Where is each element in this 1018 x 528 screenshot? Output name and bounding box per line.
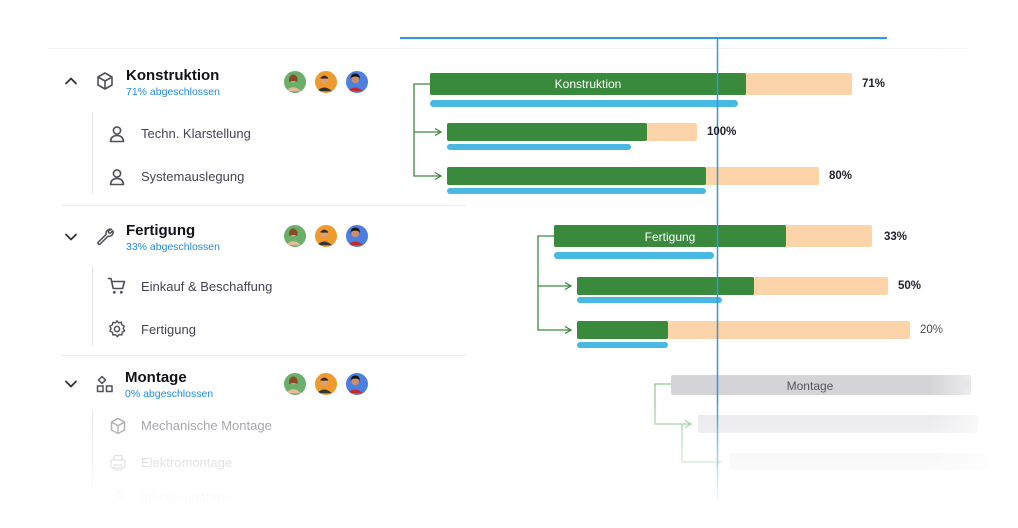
arrow-head-icon — [434, 171, 443, 181]
baseline-bar — [430, 100, 738, 107]
person-icon — [109, 126, 125, 143]
group-progress-text: 0% abgeschlossen — [125, 388, 214, 400]
arrow-head-icon — [564, 325, 573, 335]
avatar[interactable] — [313, 69, 339, 95]
percent-label: 100% — [707, 126, 737, 138]
group-title[interactable]: Fertigung — [126, 222, 196, 239]
group-title[interactable]: Konstruktion — [126, 67, 220, 84]
chevron-up-icon[interactable] — [63, 73, 79, 89]
group-progress-text: 33% abgeschlossen — [126, 241, 220, 253]
group-divider — [62, 205, 466, 206]
baseline-bar — [447, 188, 706, 194]
pending-bar[interactable] — [730, 453, 990, 470]
avatar[interactable] — [313, 223, 339, 249]
timeline-header-line — [400, 37, 887, 39]
arrow-head-icon — [434, 127, 443, 137]
pending-bar[interactable] — [698, 415, 978, 433]
avatar[interactable] — [282, 371, 308, 397]
task-label[interactable]: Techn. Klarstellung — [141, 126, 251, 141]
avatar[interactable] — [344, 223, 370, 249]
avatar[interactable] — [344, 371, 370, 397]
cube-icon — [97, 72, 113, 90]
group-divider — [62, 355, 466, 356]
progress-bar[interactable] — [577, 277, 754, 295]
percent-label: 0 — [965, 379, 972, 391]
baseline-bar — [554, 252, 714, 259]
tree-guide-line — [92, 112, 93, 194]
bar-label: Fertigung — [644, 230, 696, 244]
progress-bar[interactable] — [430, 73, 746, 95]
avatar[interactable] — [282, 69, 308, 95]
avatar[interactable] — [344, 69, 370, 95]
progress-bar[interactable] — [577, 321, 668, 339]
percent-label: 50% — [898, 280, 922, 292]
blocks-icon — [96, 375, 113, 393]
arrow-head-icon — [564, 281, 573, 291]
dependency-connector — [413, 83, 440, 177]
cart-icon — [107, 277, 126, 294]
progress-bar[interactable] — [447, 123, 647, 141]
progress-bar[interactable] — [554, 225, 786, 247]
percent-label: 80% — [829, 170, 853, 182]
group-title[interactable]: Montage — [125, 369, 187, 386]
percent-label: 33% — [884, 231, 908, 243]
percent-label: 71% — [862, 78, 886, 90]
bar-label: Konstruktion — [554, 77, 622, 91]
tree-guide-line — [92, 266, 93, 346]
person-icon — [109, 169, 125, 186]
task-label[interactable]: Einkauf & Beschaffung — [141, 279, 273, 294]
task-label[interactable]: Fertigung — [141, 322, 196, 337]
group-progress-text: 71% abgeschlossen — [126, 86, 220, 98]
gear-icon — [109, 320, 126, 338]
bar-label: Montage — [786, 379, 834, 393]
pending-bar[interactable] — [671, 375, 971, 395]
baseline-bar — [447, 144, 631, 150]
avatar[interactable] — [282, 223, 308, 249]
dependency-connector — [537, 235, 570, 331]
avatar[interactable] — [313, 371, 339, 397]
top-divider — [48, 48, 968, 49]
baseline-bar — [577, 297, 722, 303]
percent-label: 20% — [920, 324, 944, 336]
wrench-icon — [97, 228, 114, 246]
chevron-down-icon[interactable] — [63, 376, 79, 392]
task-label[interactable]: Systemauslegung — [141, 169, 245, 184]
chevron-down-icon[interactable] — [63, 229, 79, 245]
progress-bar[interactable] — [447, 167, 706, 185]
baseline-bar — [577, 342, 668, 348]
